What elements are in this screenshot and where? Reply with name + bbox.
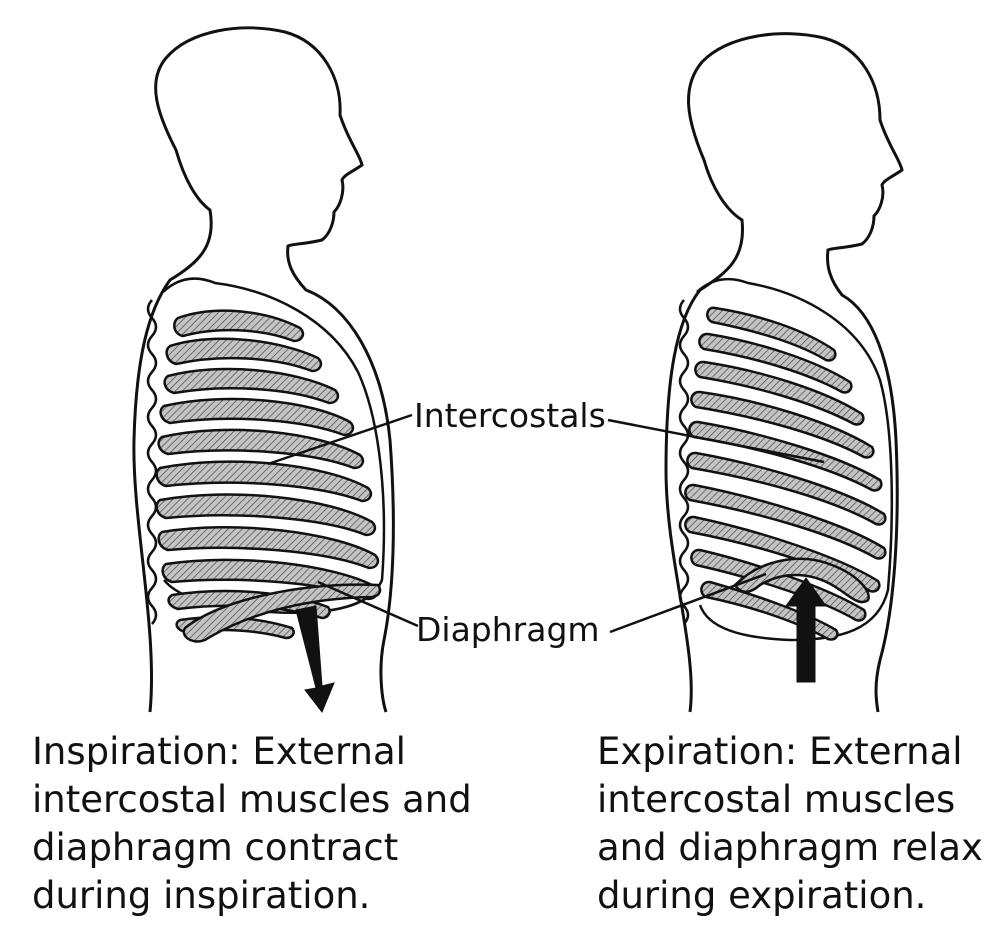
inspiration-arrow-down-icon (296, 606, 334, 712)
caption-line: and diaphragm relax (597, 824, 983, 872)
diaphragm-label: Diaphragm (416, 610, 600, 649)
expiration-caption: Expiration: External intercostal muscles… (597, 728, 983, 920)
caption-line: during expiration. (597, 872, 983, 920)
caption-line: intercostal muscles (597, 776, 983, 824)
expiration-figure (666, 34, 902, 712)
caption-line: Expiration: External (597, 728, 983, 776)
caption-line: diaphragm contract (32, 824, 472, 872)
caption-line: during inspiration. (32, 872, 472, 920)
caption-line: Inspiration: External (32, 728, 472, 776)
inspiration-caption: Inspiration: External intercostal muscle… (32, 728, 472, 920)
inspiration-spine (148, 300, 156, 624)
inspiration-figure (134, 28, 393, 712)
intercostals-label: Intercostals (414, 396, 606, 435)
caption-line: intercostal muscles and (32, 776, 472, 824)
